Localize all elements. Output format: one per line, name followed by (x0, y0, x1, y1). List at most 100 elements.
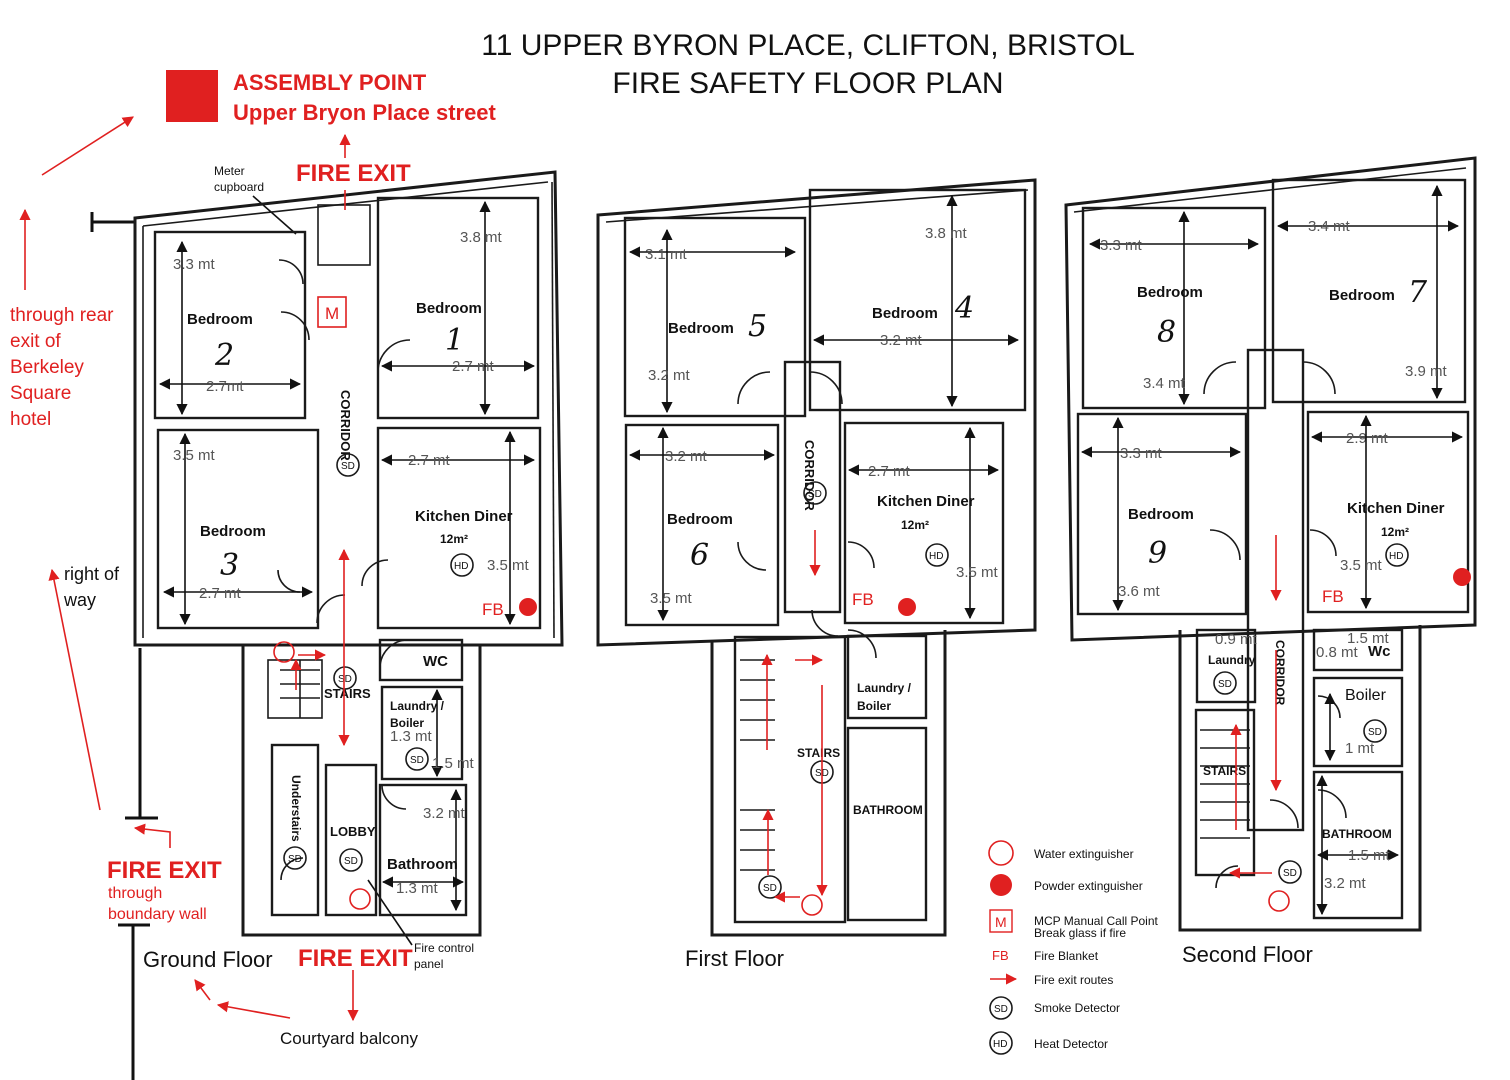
meter-cupboard-line1: Meter (214, 164, 245, 178)
label-first-bedroom6: Bedroom (667, 511, 733, 528)
label-first-d-k-h: 3.5 mt (956, 564, 999, 581)
sf-bathroom (1312, 770, 1404, 920)
rear-exit-note: through rear exit of Berkeley Square hot… (10, 305, 114, 430)
label-ground-d-l-w: 1.3 mt (390, 728, 433, 745)
label-labels-corridor: CORRIDOR (338, 390, 353, 461)
label-detectors-sd: SD (1218, 679, 1232, 690)
gf-smoke-detectors: SD SD SD SD SD (283, 453, 429, 872)
gf-exit-routes (290, 190, 350, 747)
fire-exit-left-sub1: through (108, 885, 162, 902)
label-detectors-hd: HD (1389, 551, 1403, 562)
label-ground-bedroom2: Bedroom (187, 311, 253, 328)
legend-powder-icon (990, 874, 1012, 896)
label-second-num8: 8 (1157, 315, 1176, 350)
label-first-num6: 6 (690, 538, 709, 573)
label-first-bedroom5: Bedroom (668, 320, 734, 337)
label-ground-d-k-w: 2.7 mt (408, 452, 451, 469)
label-second-bedroom8: Bedroom (1137, 284, 1203, 301)
label-second-d-b9-h: 3.6 mt (1118, 583, 1161, 600)
fire-control-line2: panel (414, 957, 443, 971)
label-detectors-sd: SD (344, 856, 358, 867)
assembly-point-marker (166, 70, 218, 122)
label-ground-num3: 3 (220, 548, 239, 583)
label-ground-mcp: M (325, 304, 339, 323)
label-first-d-b4-w: 3.2 mt (880, 332, 923, 349)
label-second-d-b8-h: 3.4 mt (1143, 375, 1186, 392)
sf-powder-extinguisher (1453, 568, 1471, 586)
label-ground-laundry1: Laundry / (390, 699, 445, 713)
label-legend-mcp1: MCP Manual Call Point (1034, 914, 1158, 928)
label-ground-d-b3-w: 2.7 mt (199, 585, 242, 602)
ff-bedroom-5 (623, 216, 807, 418)
label-ground-num1: 1 (445, 323, 464, 358)
label-detectors-sd: SD (410, 755, 424, 766)
ff-powder-extinguisher (898, 598, 916, 616)
label-labels-corridor-second: CORRIDOR (1273, 640, 1287, 706)
label-exits-rear2: exit of (10, 331, 61, 352)
gf-bathroom (378, 783, 468, 917)
label-first-bedroom4: Bedroom (872, 305, 938, 322)
ground-floor-caption: Ground Floor (143, 947, 273, 972)
right-of-way-line2: way (63, 590, 96, 610)
label-first-laundry2: Boiler (857, 699, 891, 713)
meter-cupboard-line2: cupboard (214, 180, 264, 194)
gf-manual-call-point (317, 296, 347, 328)
label-second-d-k-w: 2.9 mt (1346, 430, 1389, 447)
label-second-fb: FB (1322, 587, 1344, 606)
legend-water-icon (988, 840, 1014, 866)
sf-water-extinguisher (1268, 890, 1290, 912)
assembly-point-location: Upper Bryon Place street (233, 100, 497, 125)
second-floor-caption: Second Floor (1182, 942, 1313, 967)
ff-bathroom (846, 726, 928, 922)
label-legend-mcp2: Break glass if fire (1034, 926, 1126, 940)
label-legend-sd: Smoke Detector (1034, 1001, 1120, 1015)
label-ground-num2: 2 (214, 338, 234, 373)
fire-exit-left: FIRE EXIT (107, 857, 222, 884)
label-ground-fb: FB (482, 600, 504, 619)
label-legend-hd: Heat Detector (1034, 1037, 1108, 1051)
label-detectors-sd: SD (808, 489, 822, 500)
label-second-d-bath-w: 1.5 mt (1348, 847, 1391, 864)
right-of-way-line1: right of (64, 564, 120, 584)
ff-laundry (846, 634, 928, 720)
courtyard-balcony-label: Courtyard balcony (280, 1029, 418, 1048)
label-second-d-b9-w: 3.3 mt (1120, 445, 1163, 462)
label-detectors-sd: SD (1283, 868, 1297, 879)
label-second-d-boiler: 1 mt (1345, 740, 1375, 757)
label-exits-rear3: Berkeley (10, 357, 84, 378)
label-second-d-wc2: 0.8 mt (1316, 644, 1359, 661)
gf-water-extinguisher (273, 641, 295, 663)
ff-water-extinguisher (801, 894, 823, 916)
sf-laundry (1195, 628, 1257, 704)
sf-boiler (1312, 676, 1404, 768)
fire-control-line1: Fire control (414, 941, 474, 955)
label-ground-kitchen-area: 12m² (440, 532, 468, 546)
assembly-point-heading: ASSEMBLY POINT (233, 70, 427, 95)
label-ground-kitchen: Kitchen Diner (415, 508, 513, 525)
label-labels-corridor-first: CORRIDOR (802, 440, 817, 511)
label-exits-rear5: hotel (10, 409, 51, 430)
gf-bedroom-3 (156, 428, 320, 630)
legend-hd-icon (989, 1031, 1013, 1055)
sf-kitchen (1306, 410, 1470, 614)
label-detectors-sd: SD (341, 461, 355, 472)
label-second-d-b7-h: 3.9 mt (1405, 363, 1448, 380)
sf-exit-routes (1228, 535, 1282, 879)
label-ground-understairs: Understairs (289, 775, 303, 842)
ground-floor-plan: Bedroom 2 Bedroom 1 Bedroom 3 Kitchen Di… (133, 170, 564, 937)
label-second-bedroom9: Bedroom (1128, 506, 1194, 523)
label-first-d-b6-h: 3.5 mt (650, 590, 693, 607)
sf-bedroom-9 (1076, 412, 1248, 616)
label-second-num9: 9 (1148, 536, 1167, 571)
label-ground-d-b1-h: 3.8 mt (460, 229, 503, 246)
ff-kitchen (843, 421, 1005, 625)
fire-exit-top: FIRE EXIT (296, 160, 411, 187)
label-second-laundry: Laundry (1208, 653, 1256, 667)
fire-exit-bottom: FIRE EXIT (298, 945, 413, 972)
label-ground-wc: WC (423, 653, 448, 670)
ff-detectors: SD SD SD HD (758, 481, 949, 899)
label-second-bedroom7: Bedroom (1329, 287, 1395, 304)
label-first-fb: FB (852, 590, 874, 609)
label-ground-laundry2: Boiler (390, 716, 424, 730)
gf-water-extinguisher-2 (349, 888, 371, 910)
